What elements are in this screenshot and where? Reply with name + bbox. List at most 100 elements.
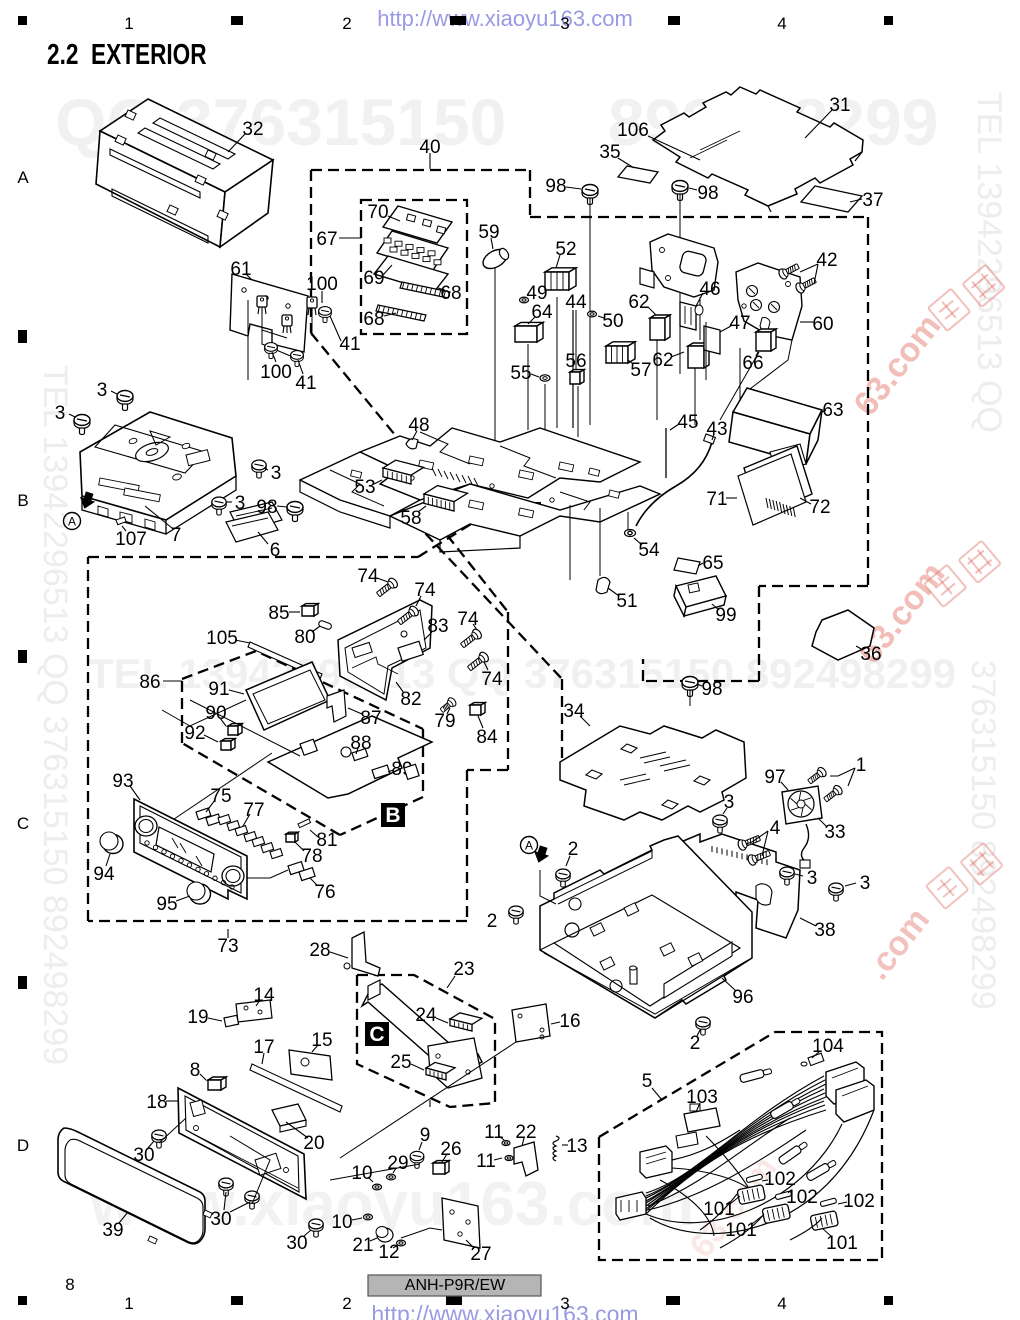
svg-text:96: 96: [732, 987, 753, 1008]
svg-text:2: 2: [342, 14, 351, 33]
svg-text:9: 9: [420, 1125, 431, 1146]
svg-text:67: 67: [316, 229, 337, 250]
svg-text:3: 3: [560, 1294, 569, 1313]
svg-text:44: 44: [565, 292, 587, 313]
svg-text:23: 23: [453, 959, 474, 980]
svg-text:6: 6: [270, 540, 281, 561]
svg-text:17: 17: [253, 1037, 274, 1058]
svg-text:1: 1: [124, 14, 133, 33]
svg-text:102: 102: [764, 1169, 796, 1190]
svg-text:69: 69: [363, 268, 384, 289]
svg-text:41: 41: [295, 373, 316, 394]
svg-text:55: 55: [510, 363, 531, 384]
svg-text:95: 95: [156, 894, 177, 915]
svg-text:52: 52: [555, 239, 576, 260]
svg-text:42: 42: [816, 250, 837, 271]
svg-text:62: 62: [652, 350, 673, 371]
svg-text:98: 98: [545, 176, 566, 197]
svg-text:99: 99: [715, 605, 736, 626]
svg-text:14: 14: [253, 985, 275, 1006]
svg-text:1: 1: [124, 1294, 133, 1313]
svg-text:B: B: [17, 491, 28, 510]
svg-text:TEL 13942296513 QQ 376315150 8: TEL 13942296513 QQ 376315150 892498299: [36, 365, 74, 1065]
svg-text:100: 100: [260, 362, 292, 383]
svg-text:48: 48: [408, 415, 429, 436]
svg-text:36: 36: [860, 644, 881, 665]
svg-text:68: 68: [440, 283, 461, 304]
svg-text:22: 22: [515, 1122, 536, 1143]
svg-text:http://www.xiaoyu163.com: http://www.xiaoyu163.com: [377, 6, 633, 31]
svg-text:79: 79: [434, 711, 455, 732]
svg-text:27: 27: [470, 1244, 491, 1265]
svg-text:30: 30: [133, 1145, 154, 1166]
svg-text:85: 85: [268, 603, 289, 624]
svg-text:78: 78: [301, 846, 322, 867]
svg-text:25: 25: [390, 1052, 411, 1073]
svg-text:7: 7: [171, 525, 182, 546]
svg-text:93: 93: [112, 771, 133, 792]
svg-text:75: 75: [210, 786, 231, 807]
svg-text:102: 102: [843, 1191, 875, 1212]
svg-text:72: 72: [809, 497, 830, 518]
svg-text:50: 50: [602, 311, 623, 332]
svg-text:34: 34: [563, 701, 585, 722]
svg-text:2.2 EXTERIOR: 2.2 EXTERIOR: [47, 37, 207, 70]
svg-text:33: 33: [824, 822, 845, 843]
svg-text:70: 70: [367, 202, 388, 223]
svg-text:30: 30: [286, 1233, 307, 1254]
svg-text:58: 58: [400, 508, 421, 529]
svg-text:57: 57: [630, 360, 651, 381]
svg-text:C: C: [17, 814, 29, 833]
svg-text:TEL 13942296513 QQ: TEL 13942296513 QQ: [970, 92, 1008, 433]
svg-text:37: 37: [862, 190, 883, 211]
svg-text:98: 98: [701, 679, 722, 700]
svg-text:3: 3: [55, 403, 66, 424]
svg-text:106: 106: [617, 120, 649, 141]
svg-text:24: 24: [415, 1005, 437, 1026]
svg-text:4: 4: [777, 14, 786, 33]
svg-text:46: 46: [699, 279, 720, 300]
svg-text:59: 59: [478, 222, 499, 243]
svg-text:3: 3: [860, 873, 871, 894]
svg-text:63: 63: [822, 400, 843, 421]
svg-text:20: 20: [303, 1133, 324, 1154]
svg-text:92: 92: [184, 723, 205, 744]
svg-text:8: 8: [190, 1060, 201, 1081]
svg-text:2: 2: [690, 1033, 701, 1054]
svg-text:D: D: [17, 1136, 29, 1155]
svg-text:12: 12: [378, 1242, 399, 1263]
svg-text:C: C: [369, 1023, 384, 1046]
svg-text:29: 29: [387, 1153, 408, 1174]
svg-text:47: 47: [729, 313, 750, 334]
svg-text:74: 74: [457, 609, 479, 630]
svg-text:A: A: [68, 515, 76, 529]
svg-text:53: 53: [354, 477, 375, 498]
svg-text:71: 71: [706, 489, 727, 510]
svg-text:38: 38: [814, 920, 835, 941]
svg-text:66: 66: [742, 353, 763, 374]
svg-text:B: B: [385, 804, 400, 827]
svg-text:43: 43: [706, 419, 727, 440]
svg-text:31: 31: [829, 95, 850, 116]
svg-text:84: 84: [476, 727, 498, 748]
svg-text:3: 3: [724, 792, 735, 813]
svg-text:76: 76: [314, 882, 335, 903]
svg-text:101: 101: [725, 1220, 757, 1241]
svg-text:98: 98: [697, 183, 718, 204]
svg-text:3: 3: [271, 463, 282, 484]
svg-text:49: 49: [526, 283, 547, 304]
svg-text:3: 3: [807, 868, 818, 889]
svg-text:10: 10: [351, 1163, 372, 1184]
svg-text:2: 2: [487, 911, 498, 932]
svg-text:26: 26: [440, 1139, 461, 1160]
svg-text:87: 87: [360, 708, 381, 729]
svg-text:98: 98: [256, 497, 277, 518]
svg-text:21: 21: [352, 1235, 373, 1256]
svg-text:TEL 13942296513 QQ 376315150 8: TEL 13942296513 QQ 376315150 892498299: [88, 650, 956, 697]
svg-text:30: 30: [210, 1209, 231, 1230]
svg-text:56: 56: [565, 351, 586, 372]
svg-text:3: 3: [97, 380, 108, 401]
svg-text:73: 73: [217, 936, 238, 957]
svg-text:18: 18: [146, 1092, 167, 1113]
svg-text:ANH-P9R/EW: ANH-P9R/EW: [405, 1277, 506, 1294]
